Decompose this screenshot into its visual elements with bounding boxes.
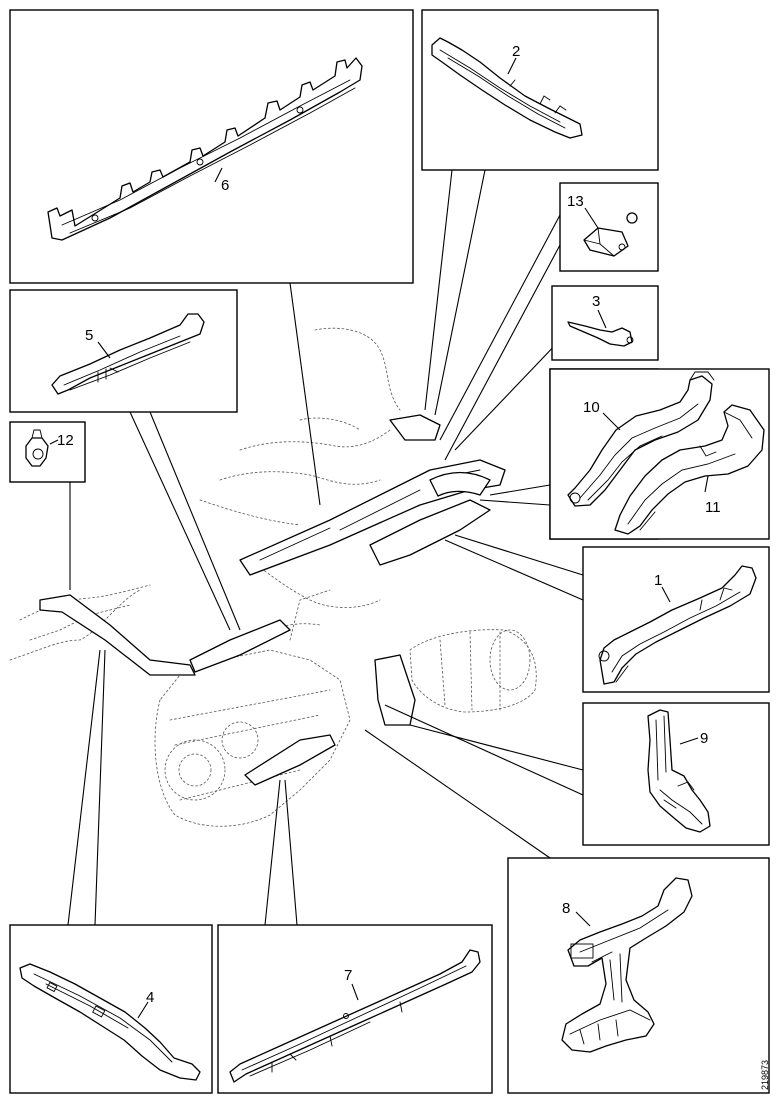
crossmember-assembled bbox=[369, 499, 491, 566]
leader-lines bbox=[67, 169, 584, 926]
label-13: 13 bbox=[567, 193, 584, 210]
callout-box-5: 5 bbox=[9, 289, 238, 413]
drawing-code: 219873 bbox=[760, 1060, 770, 1090]
part-7-rail bbox=[229, 949, 481, 1083]
callout-box-2: 2 bbox=[421, 9, 659, 171]
part-12-clamp bbox=[25, 437, 49, 467]
label-1: 1 bbox=[654, 572, 662, 589]
label-9: 9 bbox=[700, 730, 708, 747]
callout-box-8: 8 219873 bbox=[507, 857, 770, 1094]
label-5: 5 bbox=[85, 327, 93, 344]
callout-box-1: 1 bbox=[582, 546, 770, 693]
mount-assembled-8 bbox=[374, 654, 416, 726]
central-assembly bbox=[9, 327, 537, 827]
part-8-crossmember bbox=[561, 877, 693, 1053]
part-2-rail bbox=[431, 37, 583, 139]
label-11: 11 bbox=[705, 499, 721, 516]
callout-box-6: 6 bbox=[9, 9, 414, 284]
label-12: 12 bbox=[57, 432, 74, 449]
callout-box-3: 3 bbox=[551, 285, 659, 361]
callout-box-9: 9 bbox=[582, 702, 770, 846]
label-4: 4 bbox=[146, 989, 154, 1006]
callout-box-10-11: 10 11 bbox=[549, 368, 770, 540]
part-1-pipe bbox=[599, 565, 757, 685]
callout-box-13: 13 bbox=[559, 182, 659, 272]
transmission-outline bbox=[409, 629, 537, 713]
label-3: 3 bbox=[592, 293, 600, 310]
pipe-assembled-10 bbox=[429, 471, 491, 497]
callout-box-7: 7 bbox=[217, 924, 493, 1094]
label-8: 8 bbox=[562, 900, 570, 917]
part-6-rail bbox=[47, 57, 363, 241]
part-13-bolt bbox=[626, 212, 638, 224]
part-10-pipe bbox=[567, 375, 713, 507]
label-10: 10 bbox=[583, 399, 600, 416]
part-11-duct bbox=[614, 404, 765, 535]
bracket-assembled-13 bbox=[389, 414, 441, 441]
harness-top bbox=[199, 327, 401, 608]
rail-assembled-front bbox=[39, 594, 196, 676]
part-9-bracket bbox=[647, 709, 711, 833]
callout-box-4: 4 bbox=[9, 924, 213, 1094]
label-2: 2 bbox=[512, 43, 520, 60]
harness-left bbox=[9, 584, 151, 661]
label-7: 7 bbox=[344, 967, 352, 984]
rail-assembled-middle bbox=[189, 619, 291, 673]
label-6: 6 bbox=[221, 177, 229, 194]
rail-assembled-lower bbox=[244, 734, 336, 786]
engine-block-outline bbox=[154, 589, 351, 827]
callout-box-12: 12 bbox=[9, 421, 86, 483]
